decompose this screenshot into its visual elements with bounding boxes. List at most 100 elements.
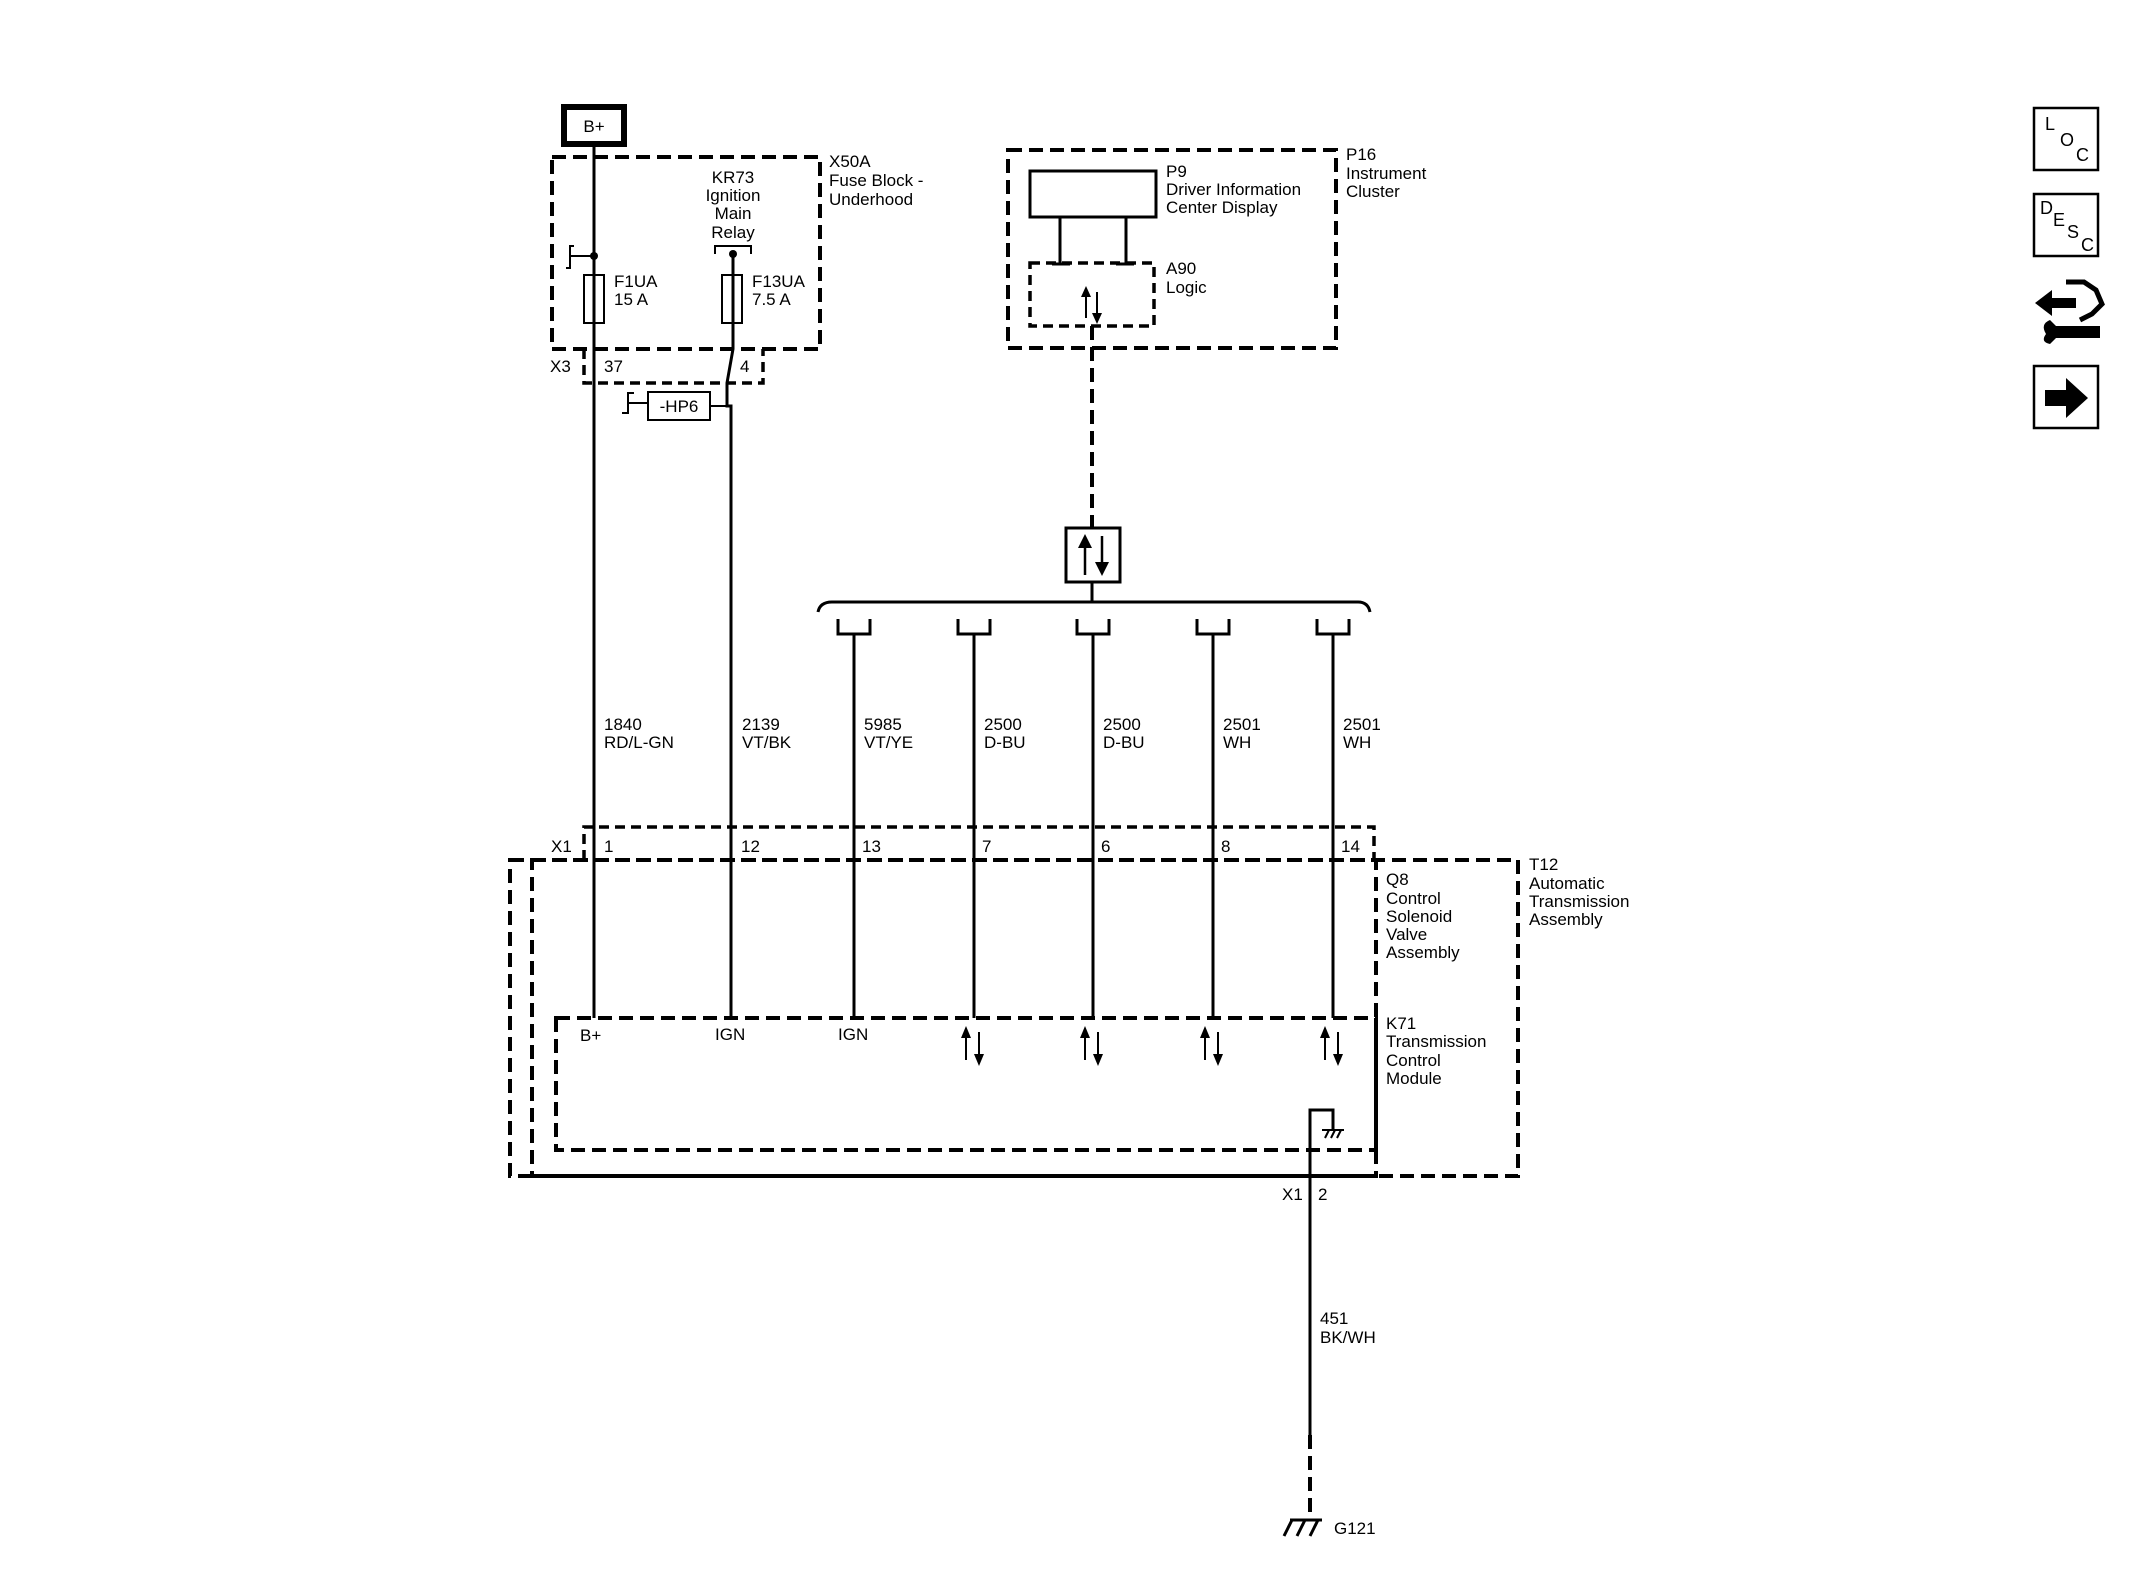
- power-source-label: B+: [583, 117, 604, 136]
- fuse1-id: F1UA: [614, 272, 658, 291]
- pin-label-12: 12: [741, 837, 760, 856]
- svg-text:Control: Control: [1386, 1051, 1441, 1070]
- x1-pin-labels: 1 12 13 7 6 8 14: [604, 837, 1360, 856]
- relay-label-3: Main: [715, 204, 752, 223]
- pin-label-14: 14: [1341, 837, 1360, 856]
- wire-6-circuit: 2501: [1223, 715, 1261, 734]
- wire-3-circuit: 5985: [864, 715, 902, 734]
- ground-id-label: G121: [1334, 1519, 1376, 1538]
- svg-text:T12: T12: [1529, 855, 1558, 874]
- pin-4-label: 4: [740, 357, 749, 376]
- wire-7-color: WH: [1343, 733, 1371, 752]
- fuse-block-name-2: Underhood: [829, 190, 913, 209]
- terminal-ign-2: IGN: [838, 1025, 868, 1044]
- svg-text:Transmission: Transmission: [1386, 1032, 1486, 1051]
- fuse-block-id: X50A: [829, 152, 871, 171]
- terminal-b-plus: B+: [580, 1026, 601, 1045]
- svg-text:Assembly: Assembly: [1386, 943, 1460, 962]
- terminal-ign-1: IGN: [715, 1025, 745, 1044]
- desc-button[interactable]: D E S C: [2032, 192, 2100, 258]
- fuse-block-name-1: Fuse Block -: [829, 171, 923, 190]
- svg-text:Q8: Q8: [1386, 870, 1409, 889]
- loc-button[interactable]: L O C: [2032, 106, 2100, 172]
- pin-label-6: 6: [1101, 837, 1110, 856]
- ground-pin-label: 2: [1318, 1185, 1327, 1204]
- fuse2-id: F13UA: [752, 272, 806, 291]
- relay-contact: [714, 245, 752, 254]
- logic-name: Logic: [1166, 278, 1207, 297]
- connector-x3-label: X3: [550, 357, 571, 376]
- connector-x1: [582, 825, 1376, 860]
- display-name-1: Driver Information: [1166, 180, 1301, 199]
- next-button[interactable]: [2032, 364, 2100, 430]
- connector-x1-label: X1: [551, 837, 572, 856]
- display-name-2: Center Display: [1166, 198, 1278, 217]
- driver-info-display: [1028, 169, 1158, 219]
- svg-text:Control: Control: [1386, 889, 1441, 908]
- transmission-assembly-label: T12 Automatic Transmission Assembly: [1529, 855, 1629, 929]
- ground-g121-icon: [1282, 1518, 1322, 1537]
- connector-x3: [582, 349, 765, 385]
- logic-a90: [1028, 261, 1156, 328]
- data-arrow-icon: [1320, 1026, 1343, 1066]
- serial-data-bus-icon: [1064, 526, 1122, 584]
- wire-4-circuit: 2500: [984, 715, 1022, 734]
- option-hp6-label: -HP6: [660, 397, 699, 416]
- svg-text:E: E: [2053, 210, 2065, 230]
- ground-circuit: 451: [1320, 1309, 1348, 1328]
- svg-text:C: C: [2076, 145, 2089, 165]
- fuse-block-x50a: X50A Fuse Block - Underhood KR73 Ignitio…: [550, 152, 923, 421]
- svg-text:C: C: [2081, 235, 2094, 255]
- pin-label-7: 7: [982, 837, 991, 856]
- pin-label-1: 1: [604, 837, 613, 856]
- relay-label-4: Relay: [711, 223, 755, 242]
- display-id: P9: [1166, 162, 1187, 181]
- fuse1-rating: 15 A: [614, 290, 649, 309]
- wire-7-circuit: 2501: [1343, 715, 1381, 734]
- pin-label-13: 13: [862, 837, 881, 856]
- svg-text:D: D: [2040, 198, 2053, 218]
- wire-2-circuit: 2139: [742, 715, 780, 734]
- pin-label-8: 8: [1221, 837, 1230, 856]
- cluster-name-2: Cluster: [1346, 182, 1400, 201]
- fuse2-rating: 7.5 A: [752, 290, 791, 309]
- svg-text:Automatic: Automatic: [1529, 874, 1605, 893]
- data-bus-bracket: [816, 600, 1372, 613]
- wire-5-color: D-BU: [1103, 733, 1145, 752]
- svg-text:S: S: [2067, 222, 2079, 242]
- svg-text:Solenoid: Solenoid: [1386, 907, 1452, 926]
- wire-3-color: VT/YE: [864, 733, 913, 752]
- svg-text:O: O: [2060, 130, 2074, 150]
- svg-text:Transmission: Transmission: [1529, 892, 1629, 911]
- ground-connector-label: X1: [1282, 1185, 1303, 1204]
- wire-6-color: WH: [1223, 733, 1251, 752]
- instrument-cluster-p16: P16 Instrument Cluster P9 Driver Informa…: [1006, 145, 1427, 350]
- wire-2-color: VT/BK: [742, 733, 792, 752]
- battery-power-source: B+: [561, 104, 627, 147]
- svg-text:L: L: [2045, 114, 2055, 134]
- data-arrow-icon: [1200, 1026, 1223, 1066]
- svg-text:Valve: Valve: [1386, 925, 1427, 944]
- wire-labels: 1840 RD/L-GN 2139 VT/BK 5985 VT/YE 2500 …: [604, 715, 1381, 752]
- cluster-id: P16: [1346, 145, 1376, 164]
- internal-ground-icon: [1308, 1108, 1344, 1435]
- wire-2139: [725, 254, 735, 1018]
- svg-text:Assembly: Assembly: [1529, 910, 1603, 929]
- bidirectional-arrow-icon: [1081, 286, 1102, 324]
- solenoid-assembly-label: Q8 Control Solenoid Valve Assembly: [1386, 870, 1460, 962]
- solenoid-valve-assembly-q8: [530, 858, 1378, 1178]
- wire-4-color: D-BU: [984, 733, 1026, 752]
- logic-id: A90: [1166, 259, 1196, 278]
- relay-label-1: KR73: [712, 168, 755, 187]
- connector-swap-icon[interactable]: [2035, 279, 2105, 344]
- svg-text:Module: Module: [1386, 1069, 1442, 1088]
- ground-color: BK/WH: [1320, 1328, 1376, 1347]
- data-arrow-icon: [1080, 1026, 1103, 1066]
- tcm-label: K71 Transmission Control Module: [1386, 1014, 1486, 1088]
- cluster-name-1: Instrument: [1346, 164, 1427, 183]
- wire-1-circuit: 1840: [604, 715, 642, 734]
- transmission-control-module-k71: [554, 1016, 1378, 1152]
- wire-1-color: RD/L-GN: [604, 733, 674, 752]
- arrow-right-icon: [2045, 378, 2088, 418]
